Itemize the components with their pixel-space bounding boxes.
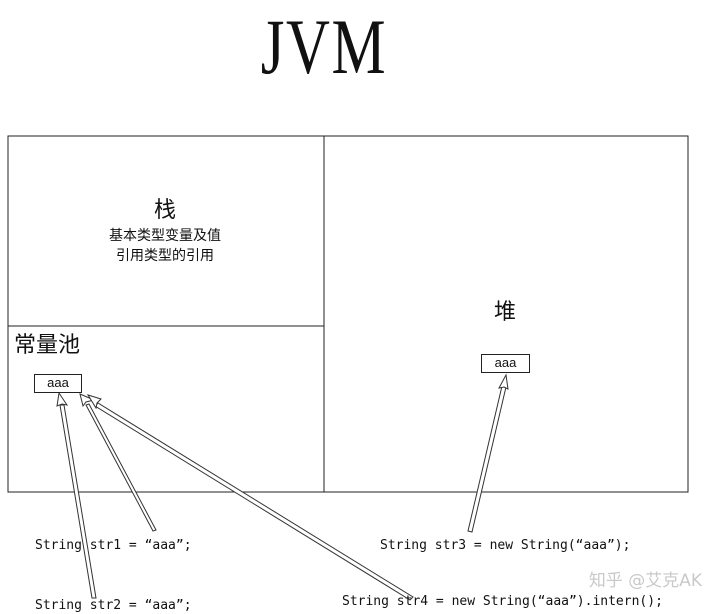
code-str3: String str3 = new String(“aaa”); xyxy=(380,538,631,553)
stack-desc-line2: 引用类型的引用 xyxy=(116,248,214,264)
jvm-outer-frame xyxy=(7,135,689,493)
constant-pool-value-box: aaa xyxy=(34,374,82,393)
arrow-str3-to-heap xyxy=(467,373,509,533)
arrow-str1-to-pool xyxy=(79,393,157,532)
code-str4: String str4 = new String(“aaa”).intern()… xyxy=(342,594,663,609)
code-str1: String str1 = “aaa”; xyxy=(35,538,192,553)
stack-label: 栈 xyxy=(153,198,176,223)
stack-desc-line1: 基本类型变量及值 xyxy=(109,228,221,244)
diagram-title: JVM xyxy=(260,3,388,90)
heap-label: 堆 xyxy=(493,300,516,325)
constant-pool-label: 常量池 xyxy=(14,333,81,358)
arrow-str2-to-pool xyxy=(56,391,97,599)
heap-value-box: aaa xyxy=(481,354,530,373)
code-str2: String str2 = “aaa”; xyxy=(35,598,192,613)
arrow-str4-to-pool xyxy=(86,394,414,601)
watermark: 知乎 @艾克AK xyxy=(588,571,702,591)
